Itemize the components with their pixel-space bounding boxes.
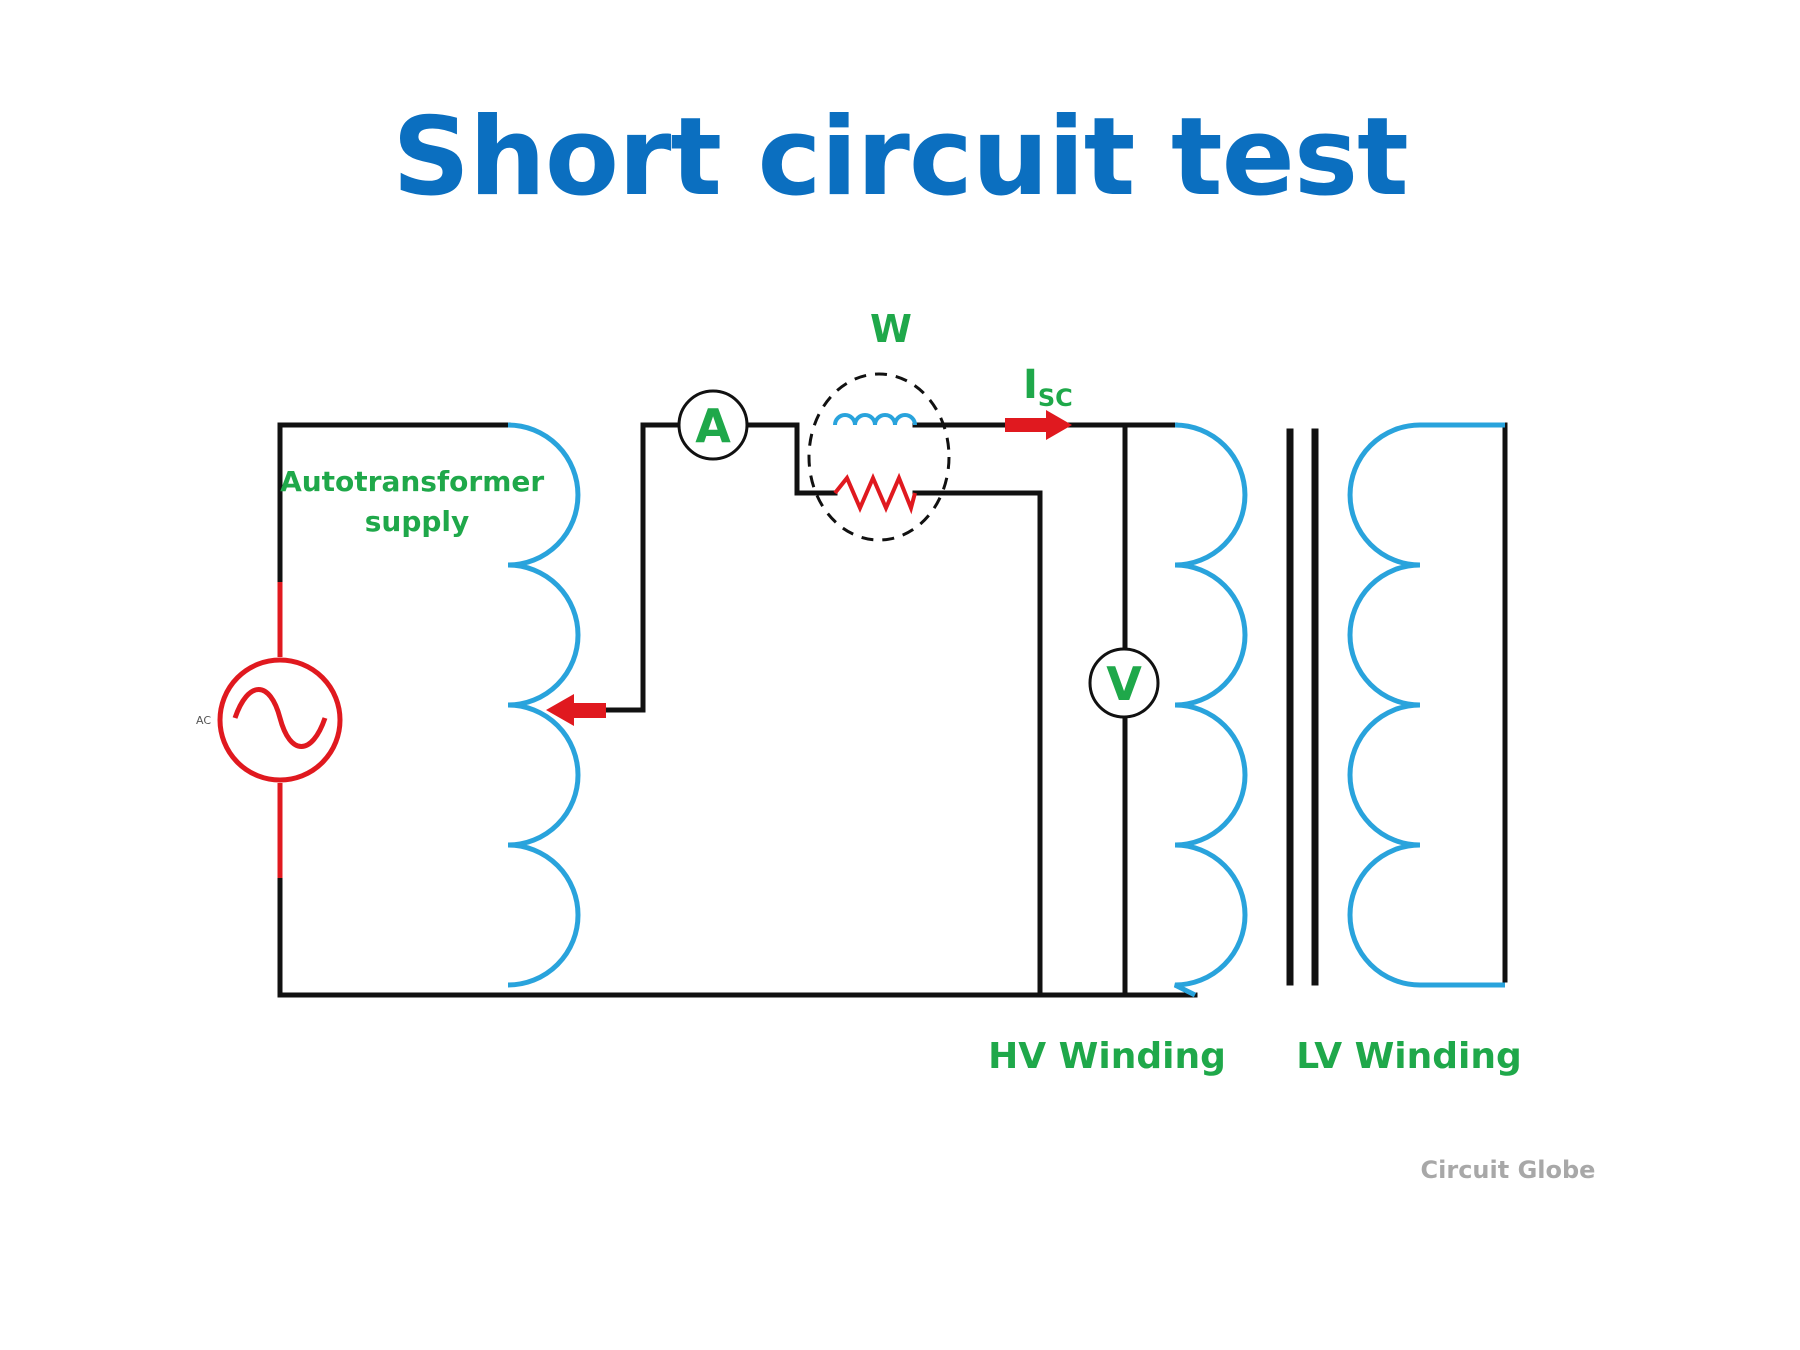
tap-arrow <box>546 694 606 726</box>
wattmeter-enclosure <box>807 372 951 542</box>
hv-winding-coil <box>1173 422 1248 998</box>
autotransformer-coil <box>507 422 581 988</box>
lv-winding-coil <box>1347 422 1505 988</box>
ammeter-icon <box>677 389 749 461</box>
ac-label: AC <box>196 714 211 727</box>
pressure-coil-wire <box>912 490 1043 998</box>
tap-wire <box>602 422 683 713</box>
current-coil-icon <box>833 413 917 426</box>
pressure-coil-resistor-icon <box>833 472 917 515</box>
page-title: Short circuit test <box>392 95 1409 220</box>
lv-winding-label: LV Winding <box>1296 1036 1522 1077</box>
voltmeter-icon <box>1088 647 1160 719</box>
watermark: Circuit Globe <box>1421 1156 1596 1184</box>
core <box>1286 428 1319 986</box>
ammeter-label: A <box>695 399 731 453</box>
ac-source-icon <box>217 582 343 878</box>
wires <box>277 422 1508 998</box>
autotransformer-label: Autotransformer supply <box>280 465 554 538</box>
isc-arrow <box>1005 410 1072 440</box>
isc-label: ISC <box>1023 362 1073 412</box>
wattmeter-label: W <box>870 307 912 351</box>
hv-winding-label: HV Winding <box>988 1036 1226 1077</box>
voltmeter-label: V <box>1106 657 1142 711</box>
wattmeter-link <box>744 422 838 496</box>
